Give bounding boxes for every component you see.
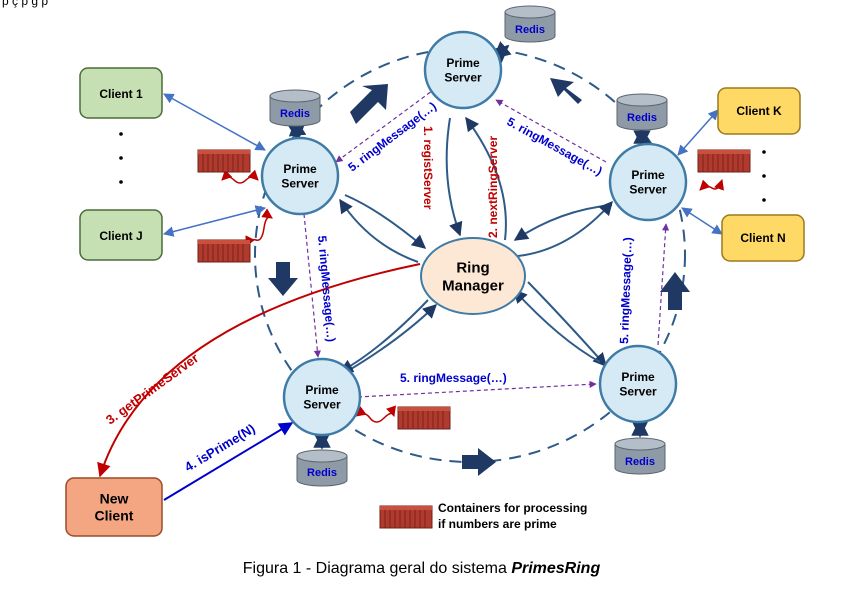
client-k-box: Client K [717,87,801,135]
container-icon-3 [397,406,451,430]
container-icon-2 [197,239,251,263]
get-prime-server-arrow [97,263,421,478]
ring-arrow-top-left [350,84,388,124]
redis-label-bottom-left: Redis [307,467,337,479]
redis-label-left: Redis [280,108,310,120]
ellipsis-dots [119,132,766,202]
redis-cylinders: Redis Redis Redis Redis Redis [269,5,668,487]
label-next-ring-server: 2. nextRingServer [486,136,500,238]
caption-system-name: PrimesRing [511,560,601,577]
client-n-label: Client N [740,231,785,245]
redis-bottom-right: Redis [614,437,666,475]
label-ring-message-top-right: 5. ringMessage(…) [505,114,605,178]
redis-label-right: Redis [627,112,657,124]
redis-left: Redis [269,89,321,127]
label-ring-message-left: 5. ringMessage(…) [315,235,338,343]
redis-label-top: Redis [515,24,545,36]
redis-label-bottom-right: Redis [625,456,655,468]
client-n-box: Client N [721,214,805,262]
container-icon-legend [379,505,433,529]
redis-right: Redis [616,93,668,131]
legend-line-1: Containers for processing [438,501,587,515]
figure-caption: Figura 1 - Diagrama geral do sistema Pri… [0,560,843,578]
label-regist-server: 1. registServer [421,126,435,210]
ring-direction-arrows [268,78,690,476]
caption-prefix: Figura 1 - Diagrama geral do sistema [242,560,512,577]
container-icon-1 [197,149,251,173]
ring-arrow-left [268,262,298,296]
container-icon-4 [697,149,751,173]
manager-connections [338,116,613,373]
label-ring-message-right: 5. ringMessage(…) [617,237,635,344]
label-get-prime-server: 3. getPrimeServer [103,350,201,427]
client-j-label: Client J [99,229,142,243]
container-squiggles [221,169,724,423]
client-j-box: Client J [79,209,163,261]
client-1-label: Client 1 [99,87,143,101]
ring-message-arrows [303,87,670,398]
redis-bottom-left: Redis [296,449,348,487]
ring-arrow-bottom [462,448,496,476]
ring-arrow-right [660,272,690,310]
legend-line-2: if numbers are prime [438,517,557,531]
client-1-box: Client 1 [79,67,163,119]
client-k-label: Client K [736,104,782,118]
ring-arrow-top-right [550,78,582,104]
header-fragment: p ç p g p [2,0,48,8]
redis-top: Redis [504,5,556,43]
is-prime-arrow [163,422,294,501]
label-ring-message-bottom: 5. ringMessage(…) [400,371,507,385]
